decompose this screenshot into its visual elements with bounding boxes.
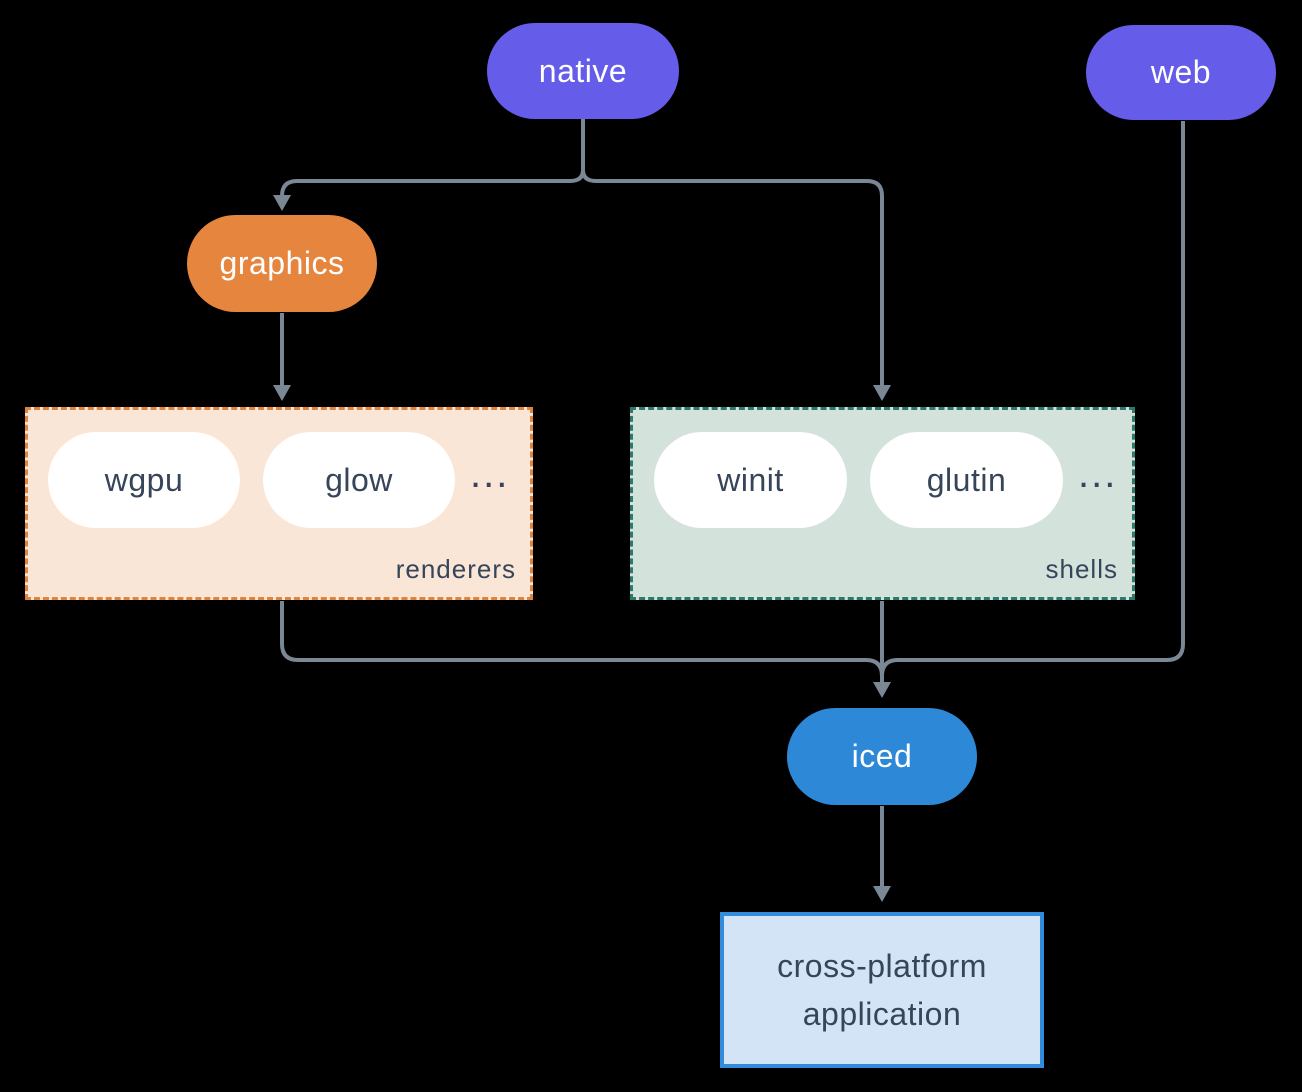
application-label-line1: cross-platform xyxy=(777,948,987,984)
node-web-label: web xyxy=(1150,54,1212,90)
group-renderers-label: renderers xyxy=(395,554,516,584)
node-web: web xyxy=(1086,25,1276,120)
node-wgpu-label: wgpu xyxy=(104,461,184,498)
node-graphics-label: graphics xyxy=(219,245,345,281)
node-glutin-label: glutin xyxy=(926,461,1007,498)
edge-native-to-shells xyxy=(581,119,891,401)
renderers-ellipsis: ... xyxy=(470,452,510,496)
node-glow: glow xyxy=(263,432,455,528)
node-cross-platform-application: cross-platform application xyxy=(720,912,1044,1068)
node-graphics: graphics xyxy=(187,215,377,312)
node-wgpu: wgpu xyxy=(48,432,240,528)
node-native-label: native xyxy=(538,52,628,89)
edge-renderers-to-junction xyxy=(280,601,884,679)
shells-ellipsis: ... xyxy=(1078,452,1118,496)
edge-native-to-graphics xyxy=(273,119,585,211)
node-winit-label: winit xyxy=(717,461,784,498)
node-glow-label: glow xyxy=(325,461,393,498)
node-native: native xyxy=(487,23,679,119)
node-iced: iced xyxy=(787,708,977,805)
node-iced-label: iced xyxy=(851,738,913,774)
application-label-line2: application xyxy=(802,996,962,1032)
node-glutin: glutin xyxy=(870,432,1063,528)
node-winit: winit xyxy=(654,432,847,528)
group-shells-label: shells xyxy=(1045,554,1118,584)
